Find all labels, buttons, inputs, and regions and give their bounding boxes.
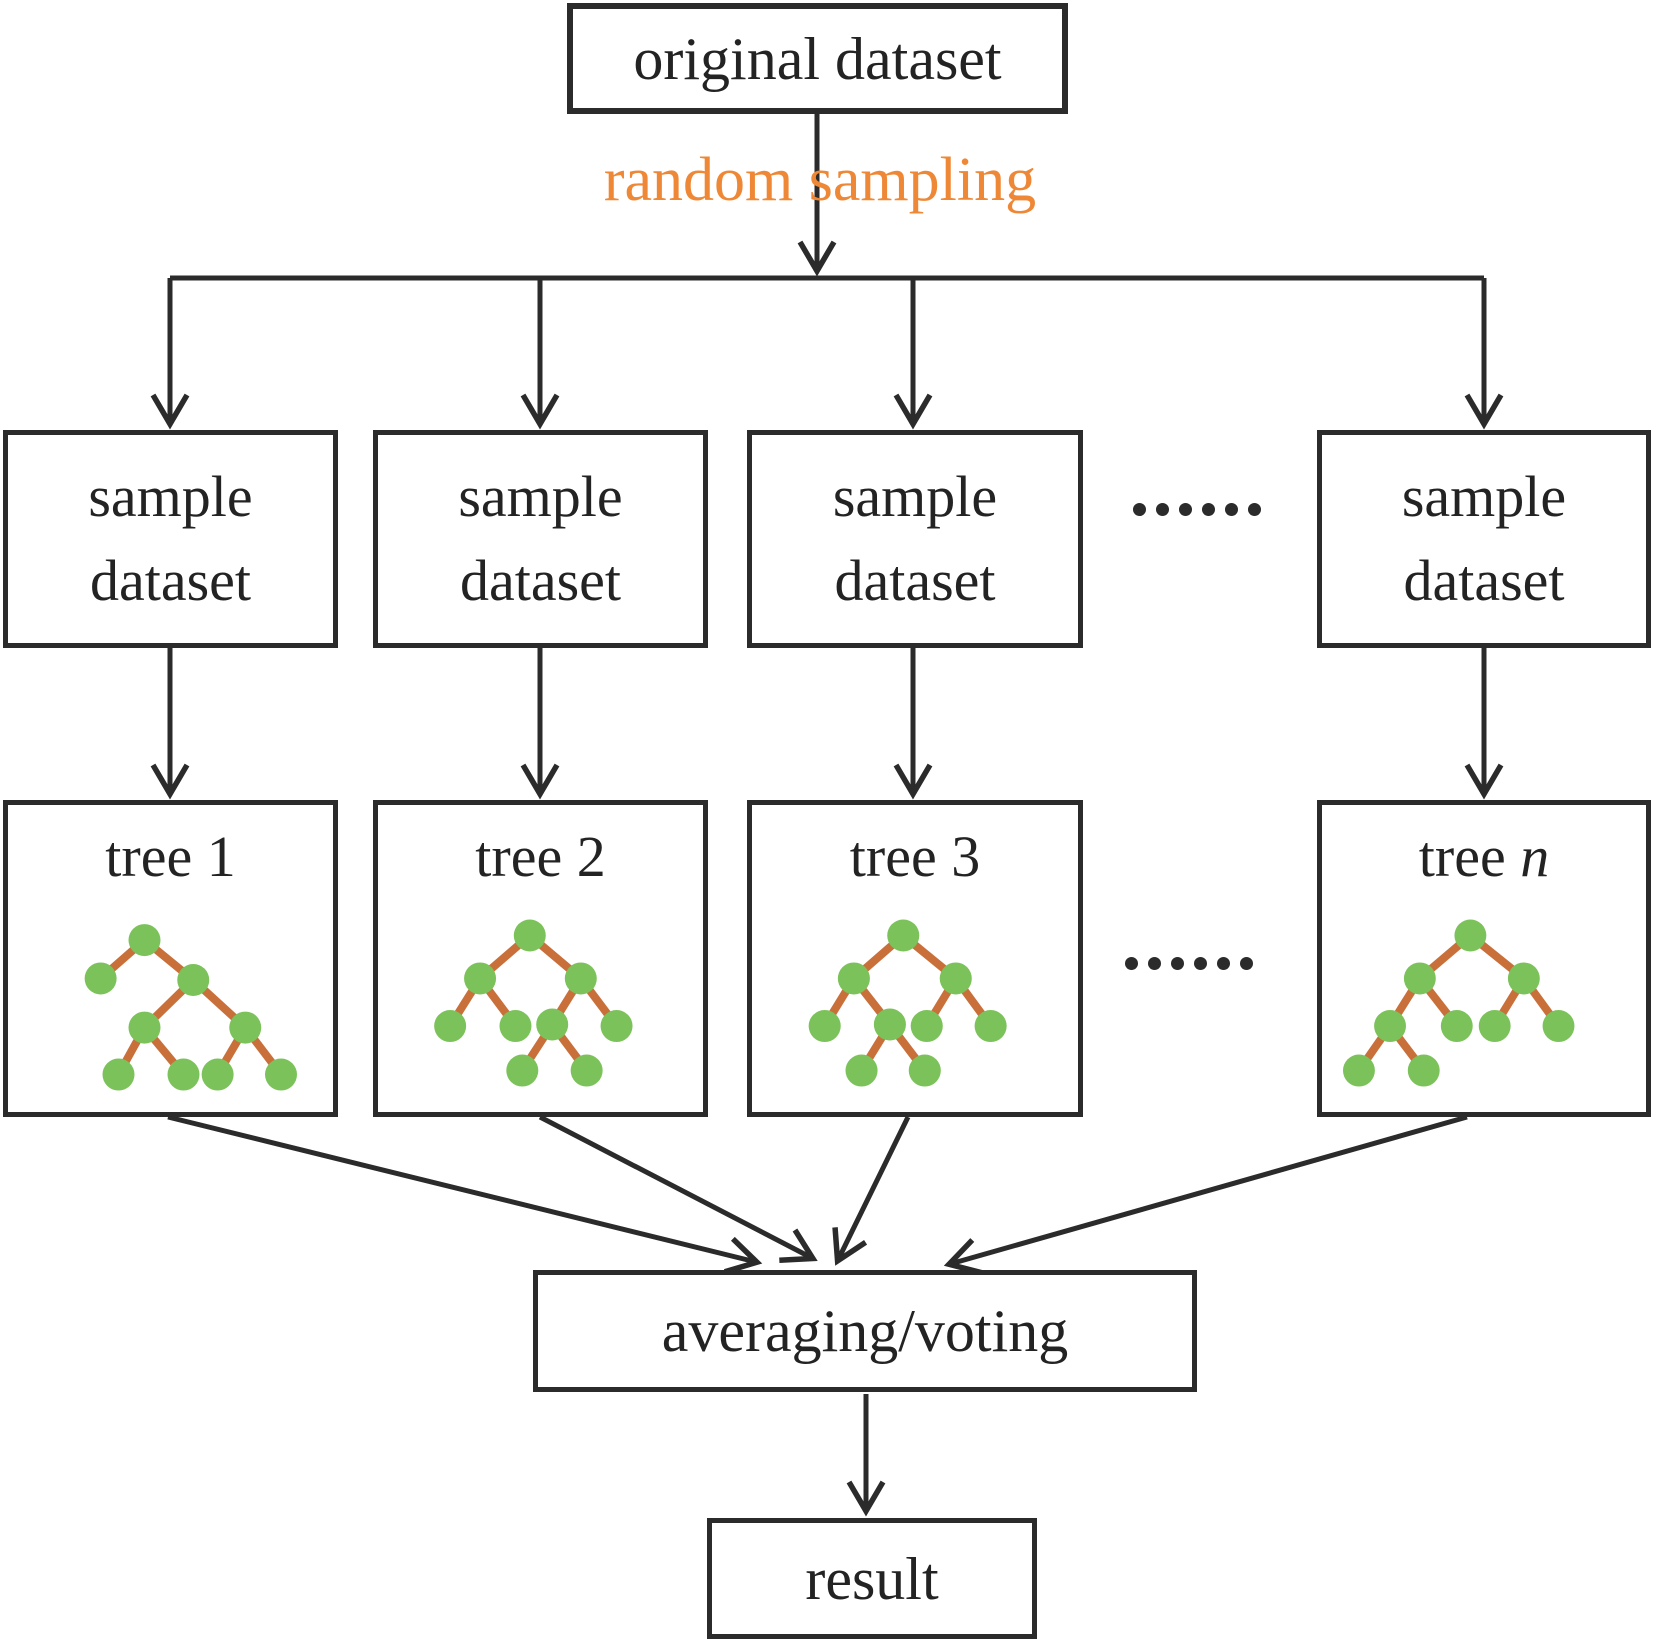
sample-label-line2: dataset [1403,548,1565,613]
tree-node [506,1054,539,1087]
sample-label-line1: sample [832,464,998,529]
tree-node [1478,1010,1511,1043]
tree-node [167,1058,200,1091]
sample-dataset-box-4: sample dataset [1317,430,1651,648]
sample-dataset-box-2: sample dataset [373,430,708,648]
ellipsis-dot [1179,502,1192,516]
tree-node [464,962,497,995]
arrow-tree3-to-aggregate [832,1115,911,1266]
tree-node [570,1054,603,1087]
tree-3-title: tree 3 [849,824,981,889]
ellipsis-dot [1171,956,1184,970]
ellipsis-dot [1225,502,1238,516]
sample-label-line1: sample [458,464,623,529]
sample-label-line1: sample [88,464,253,529]
original-dataset-box: original dataset [567,3,1068,114]
tree-node [128,924,161,957]
ellipsis-dot [1156,502,1169,516]
aggregate-label: averaging/voting [661,1298,1069,1364]
ellipsis-dot [1194,956,1207,970]
tree-node [84,962,117,995]
tree-node [845,1054,878,1087]
sample-label-line2: dataset [834,548,996,613]
ellipsis-dot [1148,956,1161,970]
sample-label-line2: dataset [89,548,252,613]
tree-node [536,1008,569,1041]
tree-2-figure [434,919,633,1087]
tree-node [1542,1010,1575,1043]
tree-node [837,962,870,995]
tree-node [1342,1054,1375,1087]
ellipsis-tree-row [1120,956,1258,970]
tree-1-title: tree 1 [105,824,236,889]
tree-2-box: tree 2 [373,800,708,1117]
tree-2-title: tree 2 [475,824,606,889]
tree-1-box: tree 1 [3,800,338,1117]
tree-n-figure [1342,919,1575,1087]
tree-node [908,1054,941,1087]
tree-node [939,962,972,995]
sample-dataset-box-3: sample dataset [747,430,1083,648]
sample-dataset-box-1: sample dataset [3,430,338,648]
tree-node [1374,1010,1406,1043]
tree-node [873,1008,906,1041]
ellipsis-dot [1133,502,1146,516]
tree-node [887,919,920,952]
tree-n-title: tree n [1418,824,1550,889]
aggregate-box: averaging/voting [533,1270,1197,1392]
tree-node [1440,1010,1473,1043]
result-box: result [707,1518,1037,1639]
tree-node [434,1010,467,1043]
tree-node [600,1010,633,1043]
random-sampling-label: random sampling [603,146,1037,214]
tree-node [808,1010,841,1043]
tree-node [564,962,597,995]
arrow-tree2-to-aggregate [538,1114,818,1263]
ellipsis-sample-row [1128,502,1266,516]
tree-node [128,1011,161,1044]
tree-node [177,963,210,996]
tree-node [1403,962,1436,995]
tree-3-figure [808,919,1007,1087]
ellipsis-dot [1217,956,1230,970]
tree-n-box: tree n [1317,800,1651,1117]
arrow-treen-to-aggregate [943,1114,1468,1276]
original-dataset-label: original dataset [633,25,1002,92]
tree-node [229,1011,262,1044]
ellipsis-dot [1248,502,1261,516]
tree-node [265,1058,297,1091]
tree-node [499,1010,532,1043]
ellipsis-dot [1125,956,1138,970]
tree-1-figure [84,924,297,1091]
sample-label-line2: dataset [459,548,622,613]
tree-node [201,1058,234,1091]
tree-node [513,919,546,952]
tree-node [910,1010,943,1043]
tree-node [1407,1054,1440,1087]
tree-node [102,1058,135,1091]
tree-3-box: tree 3 [747,800,1083,1117]
tree-node [1507,962,1540,995]
tree-node [1454,919,1487,952]
tree-node [974,1010,1007,1043]
ellipsis-dot [1240,956,1253,970]
arrow-tree1-to-aggregate [167,1114,763,1275]
result-label: result [805,1545,939,1612]
sample-label-line1: sample [1401,464,1567,529]
ellipsis-dot [1202,502,1215,516]
